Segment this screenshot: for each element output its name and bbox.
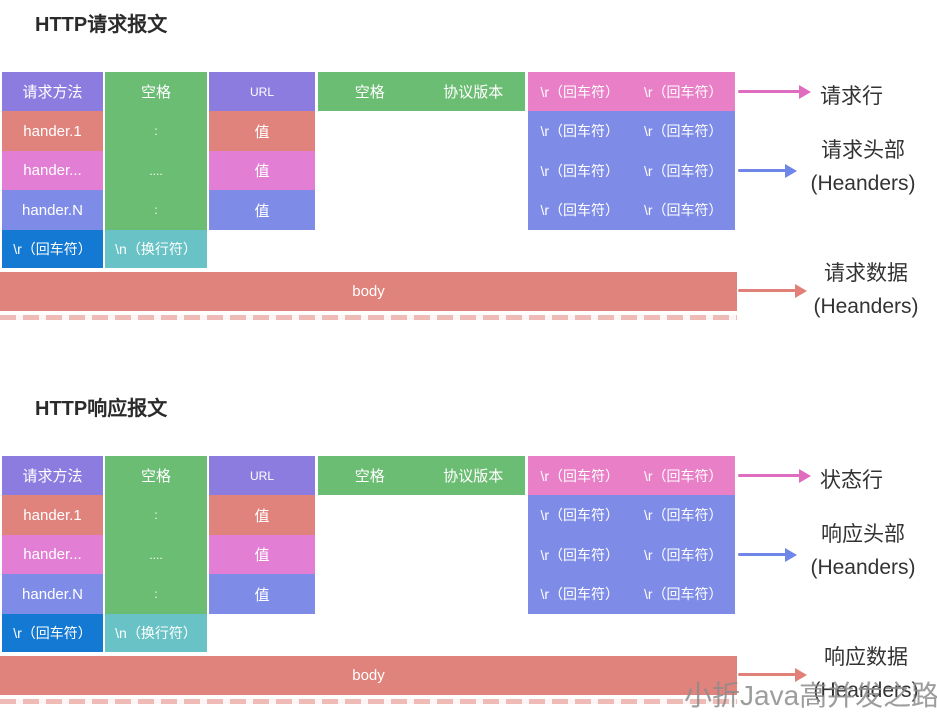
label-response-data-en: (Heanders) <box>813 679 919 702</box>
arrow-status-line <box>738 468 811 483</box>
cell-cr-2: \r（回车符） <box>643 467 723 484</box>
cell-url: URL <box>209 72 315 111</box>
cell-line-feed: \n（换行符） <box>105 230 207 268</box>
http-request-diagram: HTTP请求报文 请求方法 hander.1 hander... hander.… <box>0 14 931 323</box>
cell-header-dots: hander... <box>2 535 103 574</box>
cell-cr-2: \r（回车符） <box>643 83 723 100</box>
body-bar: body <box>0 272 737 311</box>
cell-value-1: 值 <box>209 495 315 535</box>
cell-space: 空格 <box>140 468 171 485</box>
cell-cr: \r（回车符） <box>540 586 620 603</box>
label-status-line: 状态行 <box>820 469 883 492</box>
cr-block-row: \r（回车符） \r（回车符） <box>528 111 735 151</box>
cell-cr: \r（回车符） <box>643 202 723 219</box>
cell-dots: .... <box>149 163 163 178</box>
http-response-diagram: HTTP响应报文 请求方法 hander.1 hander... hander.… <box>0 384 937 712</box>
cell-cr: \r（回车符） <box>643 122 723 139</box>
response-diagram-title: HTTP响应报文 <box>35 398 168 420</box>
label-request-data-cn: 请求数据 <box>824 262 908 285</box>
arrow-request-line <box>738 84 811 99</box>
cell-header-dots: hander... <box>2 151 103 190</box>
arrow-response-body <box>738 667 807 682</box>
cell-cr-1: \r（回车符） <box>540 83 620 100</box>
cell-space-2: 空格 <box>354 84 385 101</box>
cell-cr: \r（回车符） <box>643 546 723 563</box>
cell-cr: \r（回车符） <box>540 546 620 563</box>
request-diagram-title: HTTP请求报文 <box>35 14 168 36</box>
label-request-headers-en: (Heanders) <box>810 172 916 195</box>
cell-header-1: hander.1 <box>2 495 103 535</box>
body-underline-texture <box>0 699 737 704</box>
cell-line-feed: \n（换行符） <box>105 614 207 652</box>
cell-cr: \r（回车符） <box>643 586 723 603</box>
cell-value-3: 值 <box>209 190 315 230</box>
cell-request-method: 请求方法 <box>2 72 103 111</box>
cell-value-2: 值 <box>209 151 315 190</box>
cell-colon-2: : <box>154 203 158 217</box>
cr-row-pink: \r（回车符） \r（回车符） <box>528 456 735 495</box>
label-request-line: 请求行 <box>820 85 883 108</box>
cr-block-blue: \r（回车符） \r（回车符） \r（回车符） \r（回车符） \r（回车符） … <box>528 111 735 230</box>
cr-block-row: \r（回车符） \r（回车符） <box>528 535 735 575</box>
watermark: 小折Java高并发之路 <box>684 680 937 711</box>
cell-carriage-return: \r（回车符） <box>2 230 103 268</box>
cell-space-protocol: 空格 协议版本 <box>318 72 525 111</box>
cell-space-protocol: 空格 协议版本 <box>318 456 525 495</box>
label-response-headers-en: (Heanders) <box>810 556 916 579</box>
cell-value-2: 值 <box>209 535 315 574</box>
cell-protocol-version: 协议版本 <box>443 468 504 485</box>
request-message-table: 请求方法 hander.1 hander... hander.N \r（回车符）… <box>0 72 737 320</box>
cell-cr: \r（回车符） <box>540 506 620 523</box>
response-message-table: 请求方法 hander.1 hander... hander.N \r（回车符）… <box>0 456 737 704</box>
body-bar: body <box>0 656 737 695</box>
cell-request-method: 请求方法 <box>2 456 103 495</box>
cell-dots: .... <box>149 547 163 562</box>
arrow-request-headers <box>738 163 797 178</box>
cell-cr: \r（回车符） <box>540 122 620 139</box>
cell-cr: \r（回车符） <box>643 162 723 179</box>
cell-colon-1: : <box>154 508 158 522</box>
cell-colon-1: : <box>154 124 158 138</box>
label-request-data-en: (Heanders) <box>813 295 919 318</box>
cell-cr-1: \r（回车符） <box>540 467 620 484</box>
cell-url: URL <box>209 456 315 495</box>
cell-space: 空格 <box>140 84 171 101</box>
body-underline-texture <box>0 315 737 320</box>
cell-header-1: hander.1 <box>2 111 103 151</box>
label-response-data: 响应数据 (Heanders) <box>801 641 931 707</box>
label-request-data: 请求数据 (Heanders) <box>801 257 931 323</box>
cr-block-row: \r（回车符） \r（回车符） <box>528 190 735 230</box>
label-request-headers-cn: 请求头部 <box>821 139 905 162</box>
column-separators-green: 空格 : .... : <box>105 72 207 230</box>
cell-colon-2: : <box>154 587 158 601</box>
cell-protocol-version: 协议版本 <box>443 84 504 101</box>
label-response-headers-cn: 响应头部 <box>821 523 905 546</box>
cr-block-blue: \r（回车符） \r（回车符） \r（回车符） \r（回车符） \r（回车符） … <box>528 495 735 614</box>
label-request-headers: 请求头部 (Heanders) <box>798 134 928 200</box>
cell-cr: \r（回车符） <box>643 506 723 523</box>
cell-value-3: 值 <box>209 574 315 614</box>
cell-value-1: 值 <box>209 111 315 151</box>
cell-cr: \r（回车符） <box>540 162 620 179</box>
cr-block-row: \r（回车符） \r（回车符） <box>528 574 735 614</box>
cell-space-2: 空格 <box>354 468 385 485</box>
cell-carriage-return: \r（回车符） <box>2 614 103 652</box>
cell-header-n: hander.N <box>2 190 103 230</box>
cell-header-n: hander.N <box>2 574 103 614</box>
cr-row-pink: \r（回车符） \r（回车符） <box>528 72 735 111</box>
arrow-request-body <box>738 283 807 298</box>
label-response-headers: 响应头部 (Heanders) <box>798 518 928 584</box>
cr-block-row: \r（回车符） \r（回车符） <box>528 495 735 535</box>
arrow-response-headers <box>738 547 797 562</box>
label-response-data-cn: 响应数据 <box>824 646 908 669</box>
cr-block-row: \r（回车符） \r（回车符） <box>528 151 735 191</box>
column-separators-green: 空格 : .... : <box>105 456 207 614</box>
cell-cr: \r（回车符） <box>540 202 620 219</box>
